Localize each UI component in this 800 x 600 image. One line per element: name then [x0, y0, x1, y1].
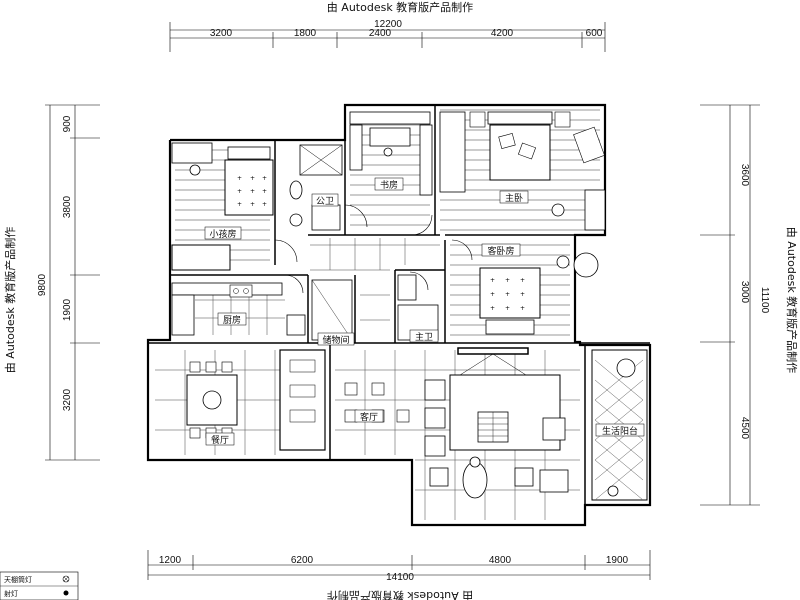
tv-cabinet [457, 347, 529, 376]
right-dim-3: 4500 [739, 417, 750, 440]
left-total-dim: 9800 [37, 273, 48, 296]
spotlight-icon [63, 590, 69, 596]
legend-item-1: 天棚筒灯 [4, 575, 32, 584]
label-master-bedroom: 主卧 [505, 192, 523, 204]
svg-text:+: + [262, 175, 267, 182]
dining-cabinet [279, 349, 326, 451]
bottom-dim-2: 6200 [291, 555, 314, 566]
svg-text:+: + [505, 277, 510, 284]
left-dim-4: 3200 [62, 388, 73, 411]
label-kids-room: 小孩房 [209, 228, 236, 240]
kids-wardrobe [171, 244, 231, 271]
top-dim-5: 600 [586, 28, 603, 39]
bottom-total-dim: 14100 [386, 572, 414, 583]
svg-text:+: + [250, 188, 255, 195]
svg-text:+: + [490, 305, 495, 312]
label-kitchen: 厨房 [223, 314, 241, 326]
top-dim-1: 3200 [210, 28, 233, 39]
legend: 天棚筒灯 射灯 [0, 571, 79, 600]
right-total-dim: 11100 [759, 287, 770, 314]
bottom-dim-3: 4800 [489, 555, 512, 566]
label-bathroom: 公卫 [316, 196, 334, 207]
living-sofa [424, 374, 569, 493]
svg-text:+: + [520, 291, 525, 298]
svg-text:+: + [262, 188, 267, 195]
right-dimension-chain: 3600 3000 4500 11100 [700, 104, 770, 506]
hallway-tile-grid [310, 238, 440, 321]
label-living-room: 客厅 [360, 411, 378, 423]
watermark-right: 由 Autodesk 教育版产品制作 [785, 227, 799, 373]
label-guest-bedroom: 客卧房 [487, 245, 514, 257]
watermark-left: 由 Autodesk 教育版产品制作 [3, 227, 17, 373]
top-dim-3: 2400 [369, 28, 392, 39]
svg-text:+: + [505, 291, 510, 298]
dining-table [186, 361, 238, 439]
top-dim-2: 1800 [294, 28, 317, 39]
kids-bed: + + + + + + + + + [224, 146, 274, 216]
svg-text:+: + [250, 201, 255, 208]
svg-text:+: + [505, 305, 510, 312]
bottom-dim-4: 1900 [606, 555, 629, 566]
bottom-dimension-chain: 1200 6200 4800 1900 14100 [147, 550, 651, 583]
guest-bed: + + + + + + + + + [479, 252, 599, 335]
right-dim-2: 3000 [739, 281, 750, 304]
master-dresser [551, 126, 606, 231]
top-dim-4: 4200 [491, 28, 514, 39]
left-dim-1: 900 [62, 115, 73, 132]
right-dim-1: 3600 [739, 164, 750, 187]
svg-text:+: + [520, 277, 525, 284]
legend-item-2: 射灯 [4, 589, 18, 598]
bathroom-fixtures [289, 144, 343, 231]
label-dining-room: 餐厅 [211, 434, 229, 446]
bottom-dim-1: 1200 [159, 555, 182, 566]
top-dimension-chain: 12200 3200 1800 2400 4200 600 [169, 19, 606, 52]
room-labels: 小孩房 公卫 书房 主卧 厨房 储物间 主卫 客卧房 客厅 餐厅 生活阳台 [204, 177, 645, 446]
kids-desk [171, 142, 213, 176]
svg-text:+: + [490, 291, 495, 298]
label-balcony: 生活阳台 [602, 425, 638, 437]
study-bookshelves [349, 111, 433, 196]
svg-text:+: + [262, 201, 267, 208]
svg-text:+: + [520, 305, 525, 312]
door-swings [274, 204, 473, 294]
svg-text:+: + [490, 277, 495, 284]
left-dimension-chain: 9800 900 3800 1900 3200 [37, 104, 100, 461]
exterior-walls [146, 103, 652, 527]
kitchen-counter [171, 282, 306, 336]
master-bed [469, 111, 571, 181]
label-master-bath: 主卫 [415, 331, 433, 343]
svg-text:+: + [237, 188, 242, 195]
svg-text:+: + [237, 201, 242, 208]
downlight-icon [62, 575, 70, 583]
storage-shelves [311, 279, 353, 341]
watermark-bottom: 由 Autodesk 教育版产品制作 [327, 589, 473, 600]
label-study: 书房 [380, 179, 398, 191]
top-total-dim: 12200 [374, 19, 402, 30]
watermark-top: 由 Autodesk 教育版产品制作 [327, 0, 473, 14]
label-storage: 储物间 [322, 334, 349, 346]
living-person-figure [462, 456, 488, 499]
svg-text:+: + [250, 175, 255, 182]
left-dim-3: 1900 [62, 298, 73, 321]
svg-text:+: + [237, 175, 242, 182]
left-dim-2: 3800 [62, 195, 73, 218]
master-wardrobe [439, 111, 466, 193]
